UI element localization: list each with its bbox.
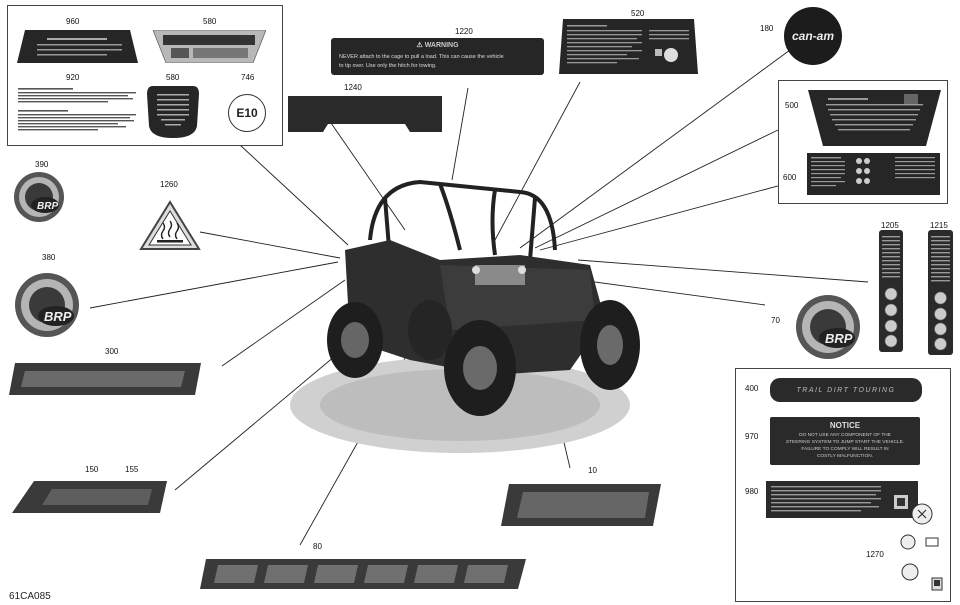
callout-1220: 1220 — [455, 27, 473, 36]
brp-text-70: BRP — [825, 331, 853, 346]
decal-380-brp-logo: BRP — [14, 272, 80, 338]
warning-line2: to tip over. Use only the hitch for towi… — [339, 63, 437, 69]
decal-150 — [12, 481, 167, 513]
decal-300 — [5, 361, 205, 397]
decal-400: TRAIL DIRT TOURING — [770, 378, 922, 402]
decal-10 — [499, 482, 663, 528]
decal-746-e10: E10 — [228, 94, 266, 132]
notice-line3: FAILURE TO COMPLY WILL RESULT IN — [801, 447, 889, 452]
callout-70: 70 — [771, 316, 780, 325]
trail-text: TRAIL DIRT TOURING — [796, 386, 896, 394]
decal-1270-icons — [896, 500, 948, 598]
callout-960: 960 — [66, 17, 80, 26]
callout-400: 400 — [745, 384, 759, 393]
warning-line1: NEVER attach to the cage to pull a load.… — [339, 54, 504, 60]
callout-380: 380 — [42, 253, 56, 262]
callout-390: 390 — [35, 160, 49, 169]
callout-300: 300 — [105, 347, 119, 356]
decal-1215 — [928, 230, 953, 355]
callout-580b: 580 — [166, 73, 180, 82]
brp-text-380: BRP — [44, 309, 72, 324]
callout-10: 10 — [588, 466, 597, 475]
notice-line4: COSTLY MALFUNCTION. — [816, 454, 874, 459]
decal-180-canam-logo: can-am — [784, 7, 842, 65]
canam-label: can-am — [791, 29, 835, 43]
decal-580b — [147, 86, 199, 138]
callout-920: 920 — [66, 73, 80, 82]
decal-500 — [808, 90, 941, 146]
decal-980 — [766, 481, 918, 518]
callout-1260: 1260 — [160, 180, 178, 189]
decal-520 — [559, 19, 698, 74]
decal-1240 — [288, 96, 442, 132]
callout-150: 150 — [85, 465, 99, 474]
decal-390-brp-logo: BRP — [13, 171, 65, 223]
brp-text-390: BRP — [37, 201, 58, 212]
callout-980: 980 — [745, 487, 759, 496]
vehicle-illustration — [290, 170, 650, 455]
notice-line1: DO NOT USE ANY COMPONENT OF THE — [799, 433, 891, 438]
callout-1240: 1240 — [344, 83, 362, 92]
callout-746: 746 — [241, 73, 255, 82]
callout-1270: 1270 — [866, 550, 884, 559]
decal-70-brp-logo: BRP — [795, 294, 861, 360]
callout-970: 970 — [745, 432, 759, 441]
decal-960 — [17, 30, 138, 63]
callout-600: 600 — [783, 173, 797, 182]
callout-80: 80 — [313, 542, 322, 551]
e10-label: E10 — [236, 106, 258, 120]
decal-970-notice: NOTICE DO NOT USE ANY COMPONENT OF THE S… — [770, 417, 920, 465]
decal-1205 — [879, 230, 903, 352]
notice-title: NOTICE — [829, 421, 861, 430]
decal-580a — [152, 29, 267, 64]
callout-180: 180 — [760, 24, 774, 33]
decal-1220-warning: ⚠ WARNING NEVER attach to the cage to pu… — [331, 38, 544, 75]
callout-500: 500 — [785, 101, 799, 110]
diagram-id: 61CA085 — [9, 591, 51, 602]
decal-80 — [198, 555, 528, 593]
callout-1215: 1215 — [930, 221, 948, 230]
decal-920 — [18, 88, 138, 138]
callout-520: 520 — [631, 9, 645, 18]
callout-580a: 580 — [203, 17, 217, 26]
notice-line2: STEERING SYSTEM TO JUMP START THE VEHICL… — [785, 440, 905, 445]
decal-1260-hot-surface — [139, 199, 201, 251]
warning-title: ⚠ WARNING — [416, 42, 459, 49]
callout-155: 155 — [125, 465, 139, 474]
decal-600 — [807, 153, 940, 195]
callout-1205: 1205 — [881, 221, 899, 230]
